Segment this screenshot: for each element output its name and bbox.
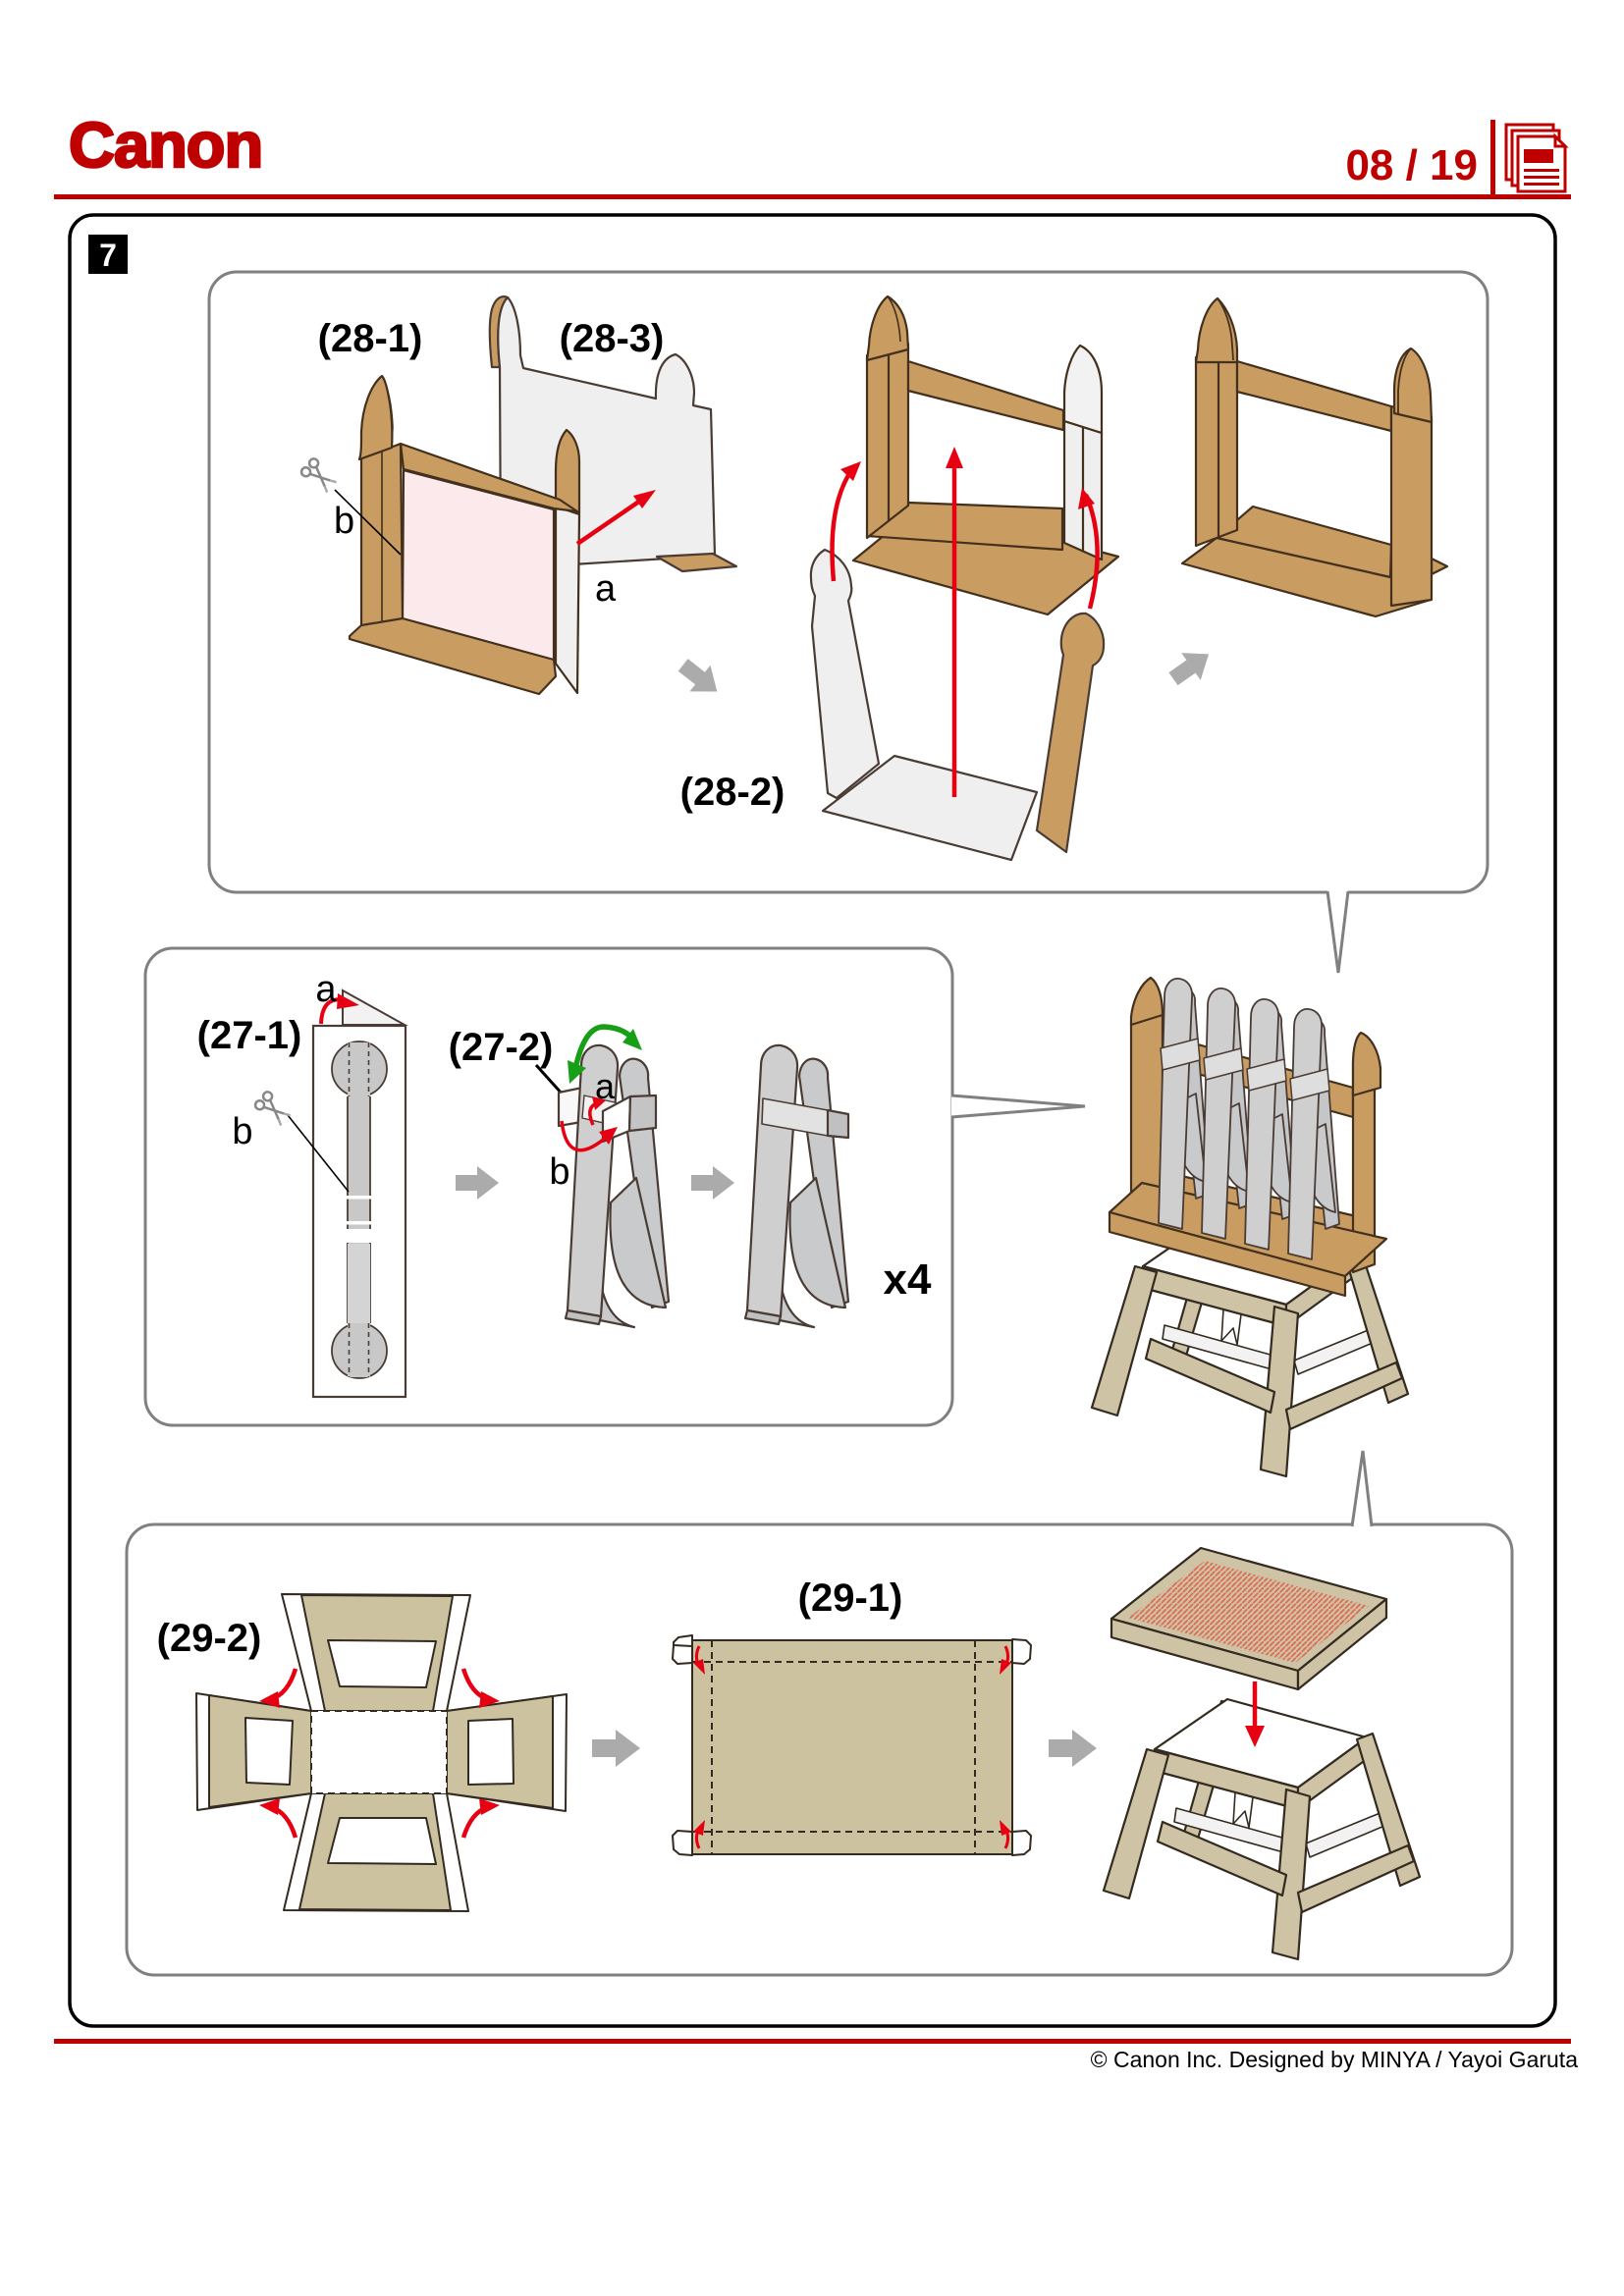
svg-text:(28-2): (28-2): [680, 771, 785, 814]
svg-text:(28-3): (28-3): [560, 317, 665, 360]
svg-text:(28-1): (28-1): [318, 317, 423, 360]
svg-text:a: a: [595, 568, 617, 610]
svg-text:Canon: Canon: [69, 109, 262, 181]
svg-text:(29-1): (29-1): [798, 1576, 903, 1620]
svg-text:(27-2): (27-2): [449, 1026, 554, 1069]
svg-text:b: b: [232, 1111, 252, 1152]
svg-text:b: b: [334, 501, 354, 542]
svg-text:x4: x4: [884, 1255, 932, 1304]
svg-text:08 / 19: 08 / 19: [1345, 141, 1478, 189]
svg-text:(27-1): (27-1): [197, 1014, 302, 1057]
svg-text:b: b: [549, 1151, 569, 1193]
svg-text:(29-2): (29-2): [157, 1617, 262, 1660]
svg-text:7: 7: [99, 238, 117, 273]
svg-text:a: a: [315, 969, 337, 1010]
svg-text:© Canon Inc. Designed by MINYA: © Canon Inc. Designed by MINYA / Yayoi G…: [1091, 2047, 1579, 2072]
svg-text:a: a: [595, 1066, 616, 1106]
